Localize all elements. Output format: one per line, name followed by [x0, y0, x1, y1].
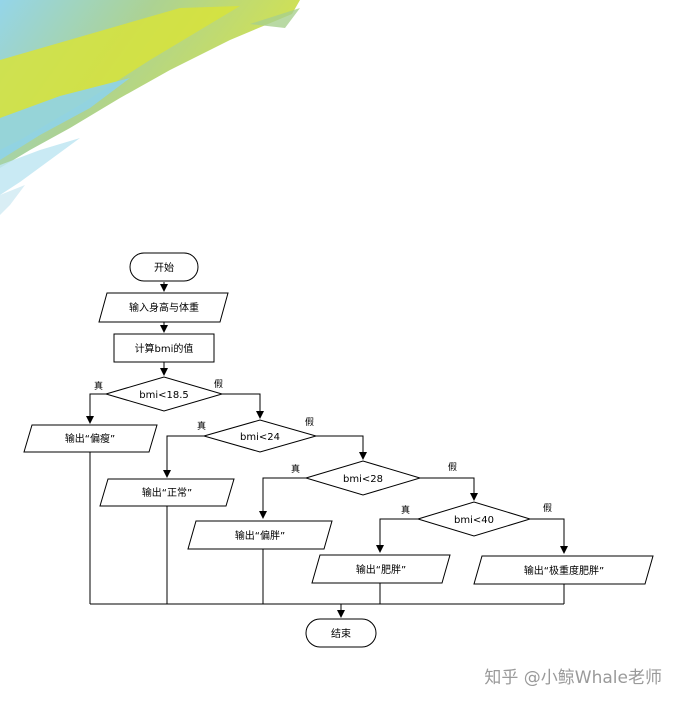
- output-3-label: 输出“偏胖”: [235, 529, 285, 542]
- output-4-label: 输出“肥胖”: [356, 563, 406, 576]
- false-label-3: 假: [448, 462, 457, 473]
- false-label-4: 假: [543, 503, 552, 514]
- end-terminal: 结束: [305, 618, 377, 648]
- end-label: 结束: [331, 627, 351, 640]
- true-label-3: 真: [291, 463, 300, 475]
- start-label: 开始: [154, 261, 174, 274]
- decision-4: bmi<40 真 假: [401, 501, 552, 537]
- output-3: 输出“偏胖”: [187, 520, 333, 550]
- true-label-2: 真: [197, 420, 206, 432]
- output-5-label: 输出“极重度肥胖”: [524, 564, 604, 577]
- condition-4: bmi<40: [454, 515, 494, 526]
- true-label-1: 真: [94, 380, 103, 392]
- start-terminal: 开始: [129, 252, 199, 282]
- output-1-label: 输出“偏瘦”: [65, 432, 115, 445]
- output-5: 输出“极重度肥胖”: [473, 555, 654, 585]
- condition-2: bmi<24: [240, 432, 280, 443]
- compute-label: 计算bmi的值: [135, 342, 194, 355]
- false-label-2: 假: [305, 417, 314, 428]
- false-label-1: 假: [214, 379, 223, 390]
- compute-process: 计算bmi的值: [113, 333, 215, 363]
- condition-1: bmi<18.5: [139, 390, 189, 401]
- output-2: 输出“正常”: [99, 478, 235, 507]
- true-label-4: 真: [401, 504, 410, 516]
- condition-3: bmi<28: [343, 474, 383, 485]
- decision-2: bmi<24 真 假: [197, 417, 318, 453]
- watermark-text: 知乎 @小鲸Whale老师: [484, 668, 662, 688]
- input-parallelogram: 输入身高与体重: [98, 292, 229, 323]
- connector-lines: [86, 282, 568, 618]
- input-label: 输入身高与体重: [129, 301, 199, 314]
- output-4: 输出“肥胖”: [311, 554, 451, 584]
- decorative-brush-stroke: [0, 0, 300, 215]
- decision-3: bmi<28 真 假: [291, 460, 457, 496]
- output-1: 输出“偏瘦”: [23, 424, 158, 453]
- decision-1: bmi<18.5 真 假: [94, 376, 224, 412]
- output-2-label: 输出“正常”: [142, 486, 192, 499]
